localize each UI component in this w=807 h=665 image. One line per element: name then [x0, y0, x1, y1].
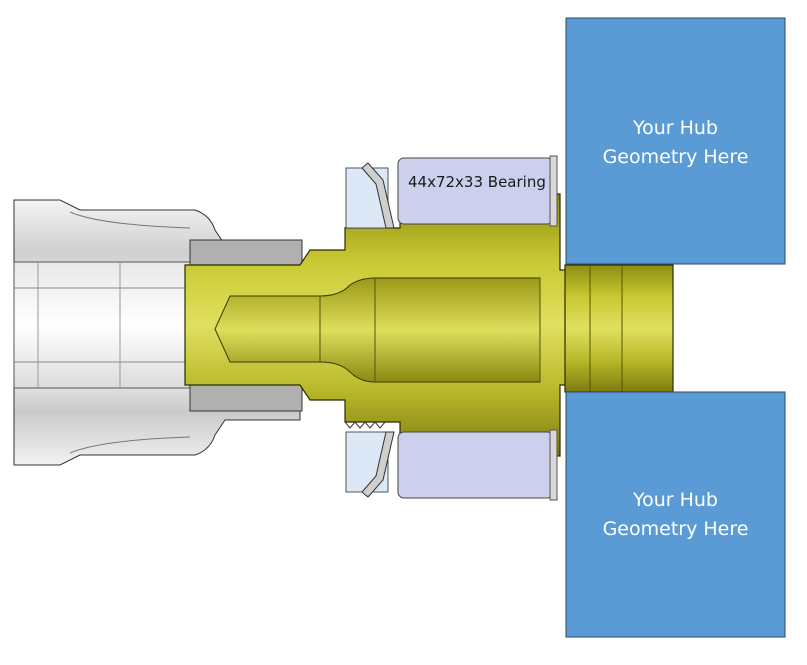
hub-bottom-label-line1: Your Hub [632, 489, 718, 511]
seal-bottom [345, 431, 395, 498]
spindle-shaft [184, 193, 674, 457]
bearing-label: 44x72x33 Bearing [408, 173, 546, 191]
hub-top-label-line2: Geometry Here [603, 146, 749, 168]
bearing-top: 44x72x33 Bearing [397, 155, 558, 227]
hub-bottom-label-line2: Geometry Here [603, 518, 749, 540]
hub-top-label-line1: Your Hub [632, 117, 718, 139]
hub-geometry-bottom: Your Hub Geometry Here [565, 391, 786, 638]
seal-top [345, 162, 395, 229]
hub-geometry-top: Your Hub Geometry Here [565, 17, 786, 265]
bearing-bottom [397, 429, 558, 501]
